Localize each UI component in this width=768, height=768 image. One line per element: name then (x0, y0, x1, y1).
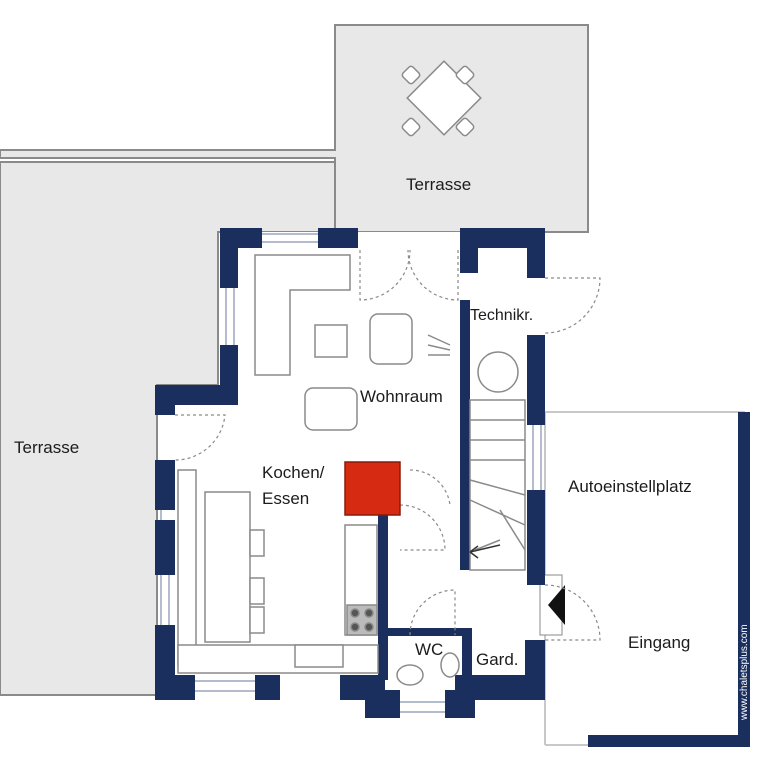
dining-table-icon (401, 60, 482, 137)
toilet-icon (396, 664, 424, 686)
staircase (469, 399, 526, 571)
bar-stool-2 (249, 577, 265, 605)
wc-label: WC (415, 640, 443, 659)
kitchen-door (399, 504, 446, 551)
kitchen-sink-icon (294, 644, 344, 668)
carport-bottom-wall (588, 735, 750, 747)
wc-sink-icon (440, 652, 460, 678)
room-labels: Terrasse Terrasse Technikr. Wohnraum Koc… (14, 175, 750, 721)
tv-icon (427, 334, 451, 356)
terrace-left-label: Terrasse (14, 438, 79, 457)
armchair-2-icon (304, 387, 358, 431)
stair-door (409, 469, 451, 506)
wardrobe-label: Gard. (476, 650, 519, 669)
carport-label: Autoeinstellplatz (568, 477, 692, 496)
kitchen-counter-west (177, 469, 197, 666)
entrance-label: Eingang (628, 633, 690, 652)
corner-sofa-icon (254, 254, 351, 376)
technical-room-label: Technikr. (470, 307, 533, 324)
bar-stool-3 (249, 606, 265, 634)
wc-door (409, 589, 456, 636)
kitchen-island-icon (204, 491, 251, 643)
coffee-table-icon (314, 324, 348, 358)
carport-area (539, 411, 750, 747)
stove-icon (344, 461, 401, 516)
cooktop-icon (346, 604, 378, 636)
kitchen-label-line1: Kochen/ (262, 463, 325, 482)
terrace-door-1 (359, 249, 411, 301)
watermark-text: www.chaletsplus.com (739, 624, 750, 721)
windows (160, 233, 542, 713)
terrace-door-2 (407, 249, 459, 301)
kitchen-counter-bottom (177, 644, 379, 674)
carport-side-wall (738, 412, 750, 747)
entrance-arrow-icon (548, 585, 565, 625)
stair-arrow-icon (469, 544, 501, 559)
walls (155, 228, 545, 718)
furniture (177, 60, 526, 686)
bar-stool-1 (249, 529, 265, 557)
terrace-top-label: Terrasse (406, 175, 471, 194)
technical-door (544, 277, 601, 334)
kitchen-label-line2: Essen (262, 489, 309, 508)
living-room-label: Wohnraum (360, 387, 443, 406)
boiler-icon (477, 351, 519, 393)
armchair-1-icon (369, 313, 413, 365)
west-door (174, 414, 226, 461)
doors (174, 249, 601, 641)
